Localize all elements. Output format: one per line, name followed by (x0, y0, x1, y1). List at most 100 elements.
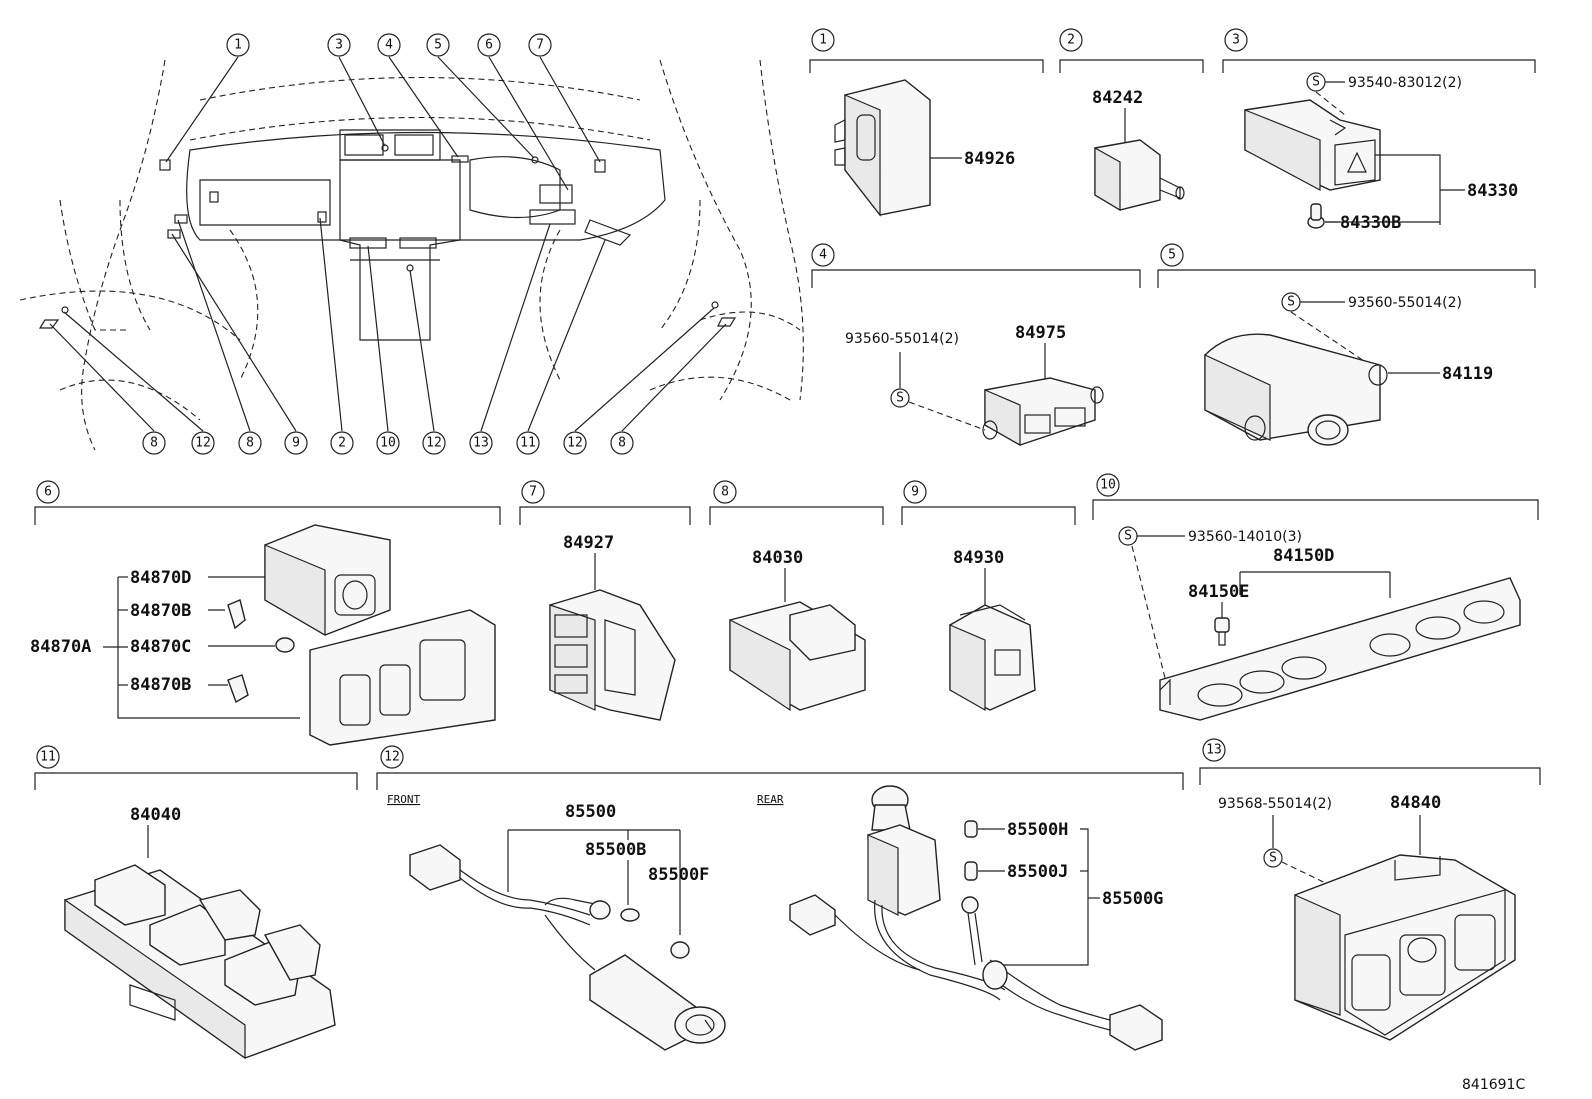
part-84242-illustration (1094, 139, 1185, 212)
part-number-85500F: 85500F (648, 865, 709, 885)
group-5: 5 S 93560-55014(2) 84119 (1157, 243, 1536, 446)
part-number-84930: 84930 (953, 548, 1004, 568)
overview-callout-12b: 12 (422, 431, 446, 455)
part-number-93540-83012: 93540-83012(2) (1348, 75, 1462, 91)
svg-text:4: 4 (819, 248, 827, 263)
svg-text:S: S (1124, 529, 1132, 544)
screw-symbol: S (1263, 848, 1283, 868)
part-number-84975: 84975 (1015, 323, 1066, 343)
group-6: 6 84870D 84870B 84870C 84870B 84870A (30, 480, 501, 746)
group-8: 8 84030 (709, 480, 884, 712)
group-1: 1 84926 (809, 28, 1044, 217)
part-number-84330B: 84330B (1340, 213, 1401, 233)
group-13: 13 93568-55014(2) 84840 S (1199, 738, 1541, 1041)
part-number-84242: 84242 (1092, 88, 1143, 108)
svg-text:11: 11 (520, 436, 536, 451)
part-number-84870B-bottom: 84870B (130, 675, 191, 695)
overview-callout-1: 1 (226, 33, 250, 57)
svg-text:S: S (896, 391, 904, 406)
part-number-84926: 84926 (964, 149, 1015, 169)
part-84870C-illustration (275, 637, 295, 653)
svg-text:7: 7 (529, 485, 537, 500)
part-number-93568-55014: 93568-55014(2) (1218, 796, 1332, 812)
svg-text:8: 8 (721, 485, 729, 500)
part-84840-illustration (1294, 854, 1516, 1041)
group-4: 4 93560-55014(2) 84975 S (811, 243, 1141, 447)
part-number-84030: 84030 (752, 548, 803, 568)
svg-text:5: 5 (434, 38, 442, 53)
svg-text:10: 10 (1100, 478, 1116, 493)
group-11: 11 84040 (34, 745, 358, 1060)
group-12: 12 FRONT REAR 85500 85500B 85500F (376, 745, 1184, 1051)
svg-text:11: 11 (40, 750, 56, 765)
part-number-85500G: 85500G (1102, 889, 1163, 909)
overview-callout-11: 11 (516, 431, 540, 455)
svg-text:9: 9 (292, 436, 300, 451)
part-84927-illustration (549, 589, 676, 721)
svg-text:S: S (1312, 75, 1320, 90)
part-number-84870B-top: 84870B (130, 601, 191, 621)
overview-callout-8c: 8 (610, 431, 634, 455)
overview-callout-10: 10 (376, 431, 400, 455)
overview-callout-8b: 8 (238, 431, 262, 455)
group-3: 3 S 93540-83012(2) 84330 84330B (1222, 28, 1536, 233)
overview-callout-8a: 8 (142, 431, 166, 455)
part-number-84927: 84927 (563, 533, 614, 553)
part-number-84840: 84840 (1390, 793, 1441, 813)
part-number-84870C: 84870C (130, 637, 191, 657)
part-84119-illustration (1204, 333, 1388, 446)
svg-text:13: 13 (1206, 743, 1222, 758)
part-number-85500B: 85500B (585, 840, 646, 860)
screw-symbol: S (1118, 526, 1138, 546)
svg-text:S: S (1287, 295, 1295, 310)
group-2: 2 84242 (1059, 28, 1204, 212)
overview-callout-6: 6 (477, 33, 501, 57)
svg-text:7: 7 (536, 38, 544, 53)
svg-text:2: 2 (338, 436, 346, 451)
part-number-84870A: 84870A (30, 637, 91, 657)
part-84926-illustration (834, 79, 931, 217)
part-number-84119: 84119 (1442, 364, 1493, 384)
group-7: 7 84927 (519, 480, 691, 721)
interior-overview: 1 3 4 5 6 7 8 12 8 9 2 10 12 13 11 12 8 (19, 33, 804, 455)
overview-callout-7: 7 (528, 33, 552, 57)
part-84150D-illustration (1159, 577, 1521, 721)
group-10: 10 S 93560-14010(3) 84150D 84150E (1092, 473, 1539, 721)
svg-text:2: 2 (1067, 33, 1075, 48)
svg-text:12: 12 (384, 750, 400, 765)
front-label: FRONT (387, 793, 420, 806)
part-84870B-illustration (227, 599, 249, 704)
overview-callout-2: 2 (330, 431, 354, 455)
screw-symbol: S (1281, 292, 1301, 312)
part-number-84330: 84330 (1467, 181, 1518, 201)
svg-text:8: 8 (246, 436, 254, 451)
part-85500H-illustration (964, 820, 978, 838)
part-84870A-bezel-illustration (309, 609, 496, 746)
svg-text:4: 4 (385, 38, 393, 53)
part-85500J-illustration (964, 861, 978, 881)
svg-text:6: 6 (44, 485, 52, 500)
rear-label: REAR (757, 793, 784, 806)
part-84930-illustration (949, 604, 1036, 712)
part-number-93560-14010: 93560-14010(3) (1188, 529, 1302, 545)
diagram-code: 841691C (1462, 1077, 1525, 1093)
overview-callout-13: 13 (469, 431, 493, 455)
svg-text:13: 13 (473, 436, 489, 451)
front-lighter-illustration (409, 844, 726, 1051)
svg-text:5: 5 (1168, 248, 1176, 263)
svg-text:12: 12 (567, 436, 583, 451)
screw-symbol: S (890, 388, 910, 408)
part-number-84040: 84040 (130, 805, 181, 825)
overview-callout-3: 3 (327, 33, 351, 57)
svg-text:1: 1 (819, 33, 827, 48)
overview-callout-4: 4 (377, 33, 401, 57)
screw-symbol: S (1306, 72, 1326, 92)
part-number-93560-55014-g4: 93560-55014(2) (845, 331, 959, 347)
part-number-85500: 85500 (565, 802, 616, 822)
svg-text:8: 8 (618, 436, 626, 451)
rear-lighter-illustration (789, 785, 1163, 1051)
overview-callout-9: 9 (284, 431, 308, 455)
group-9: 9 84930 (901, 480, 1076, 712)
svg-text:3: 3 (335, 38, 343, 53)
part-84330-illustration (1244, 99, 1381, 191)
